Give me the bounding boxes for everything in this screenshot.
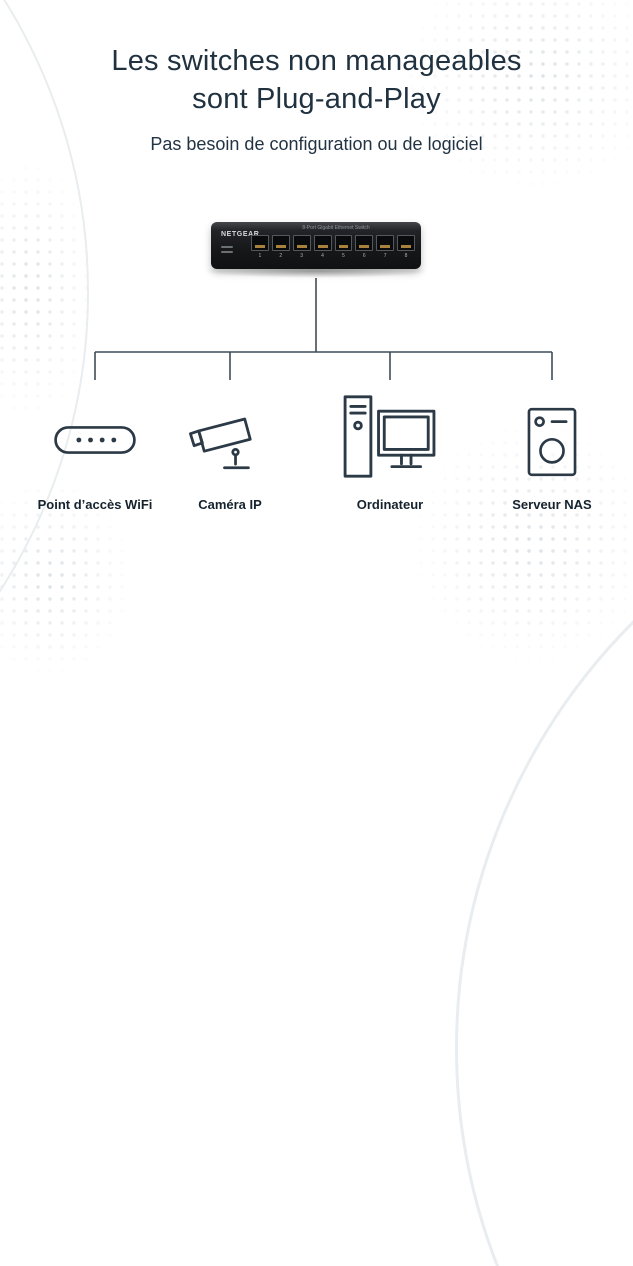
switch-ports: 1 2 3 4 5 6 7 [251, 235, 415, 259]
device-label: Caméra IP [198, 497, 262, 512]
nas-server-icon [527, 407, 577, 477]
header: Les switches non manageables sont Plug-a… [0, 42, 633, 155]
rj45-port-icon [334, 235, 353, 251]
switch-body: NETGEAR 8-Port Gigabit Ethernet Switch 1… [211, 222, 421, 269]
background-dots-bottom-right [403, 413, 633, 673]
wifi-access-point-icon [54, 426, 136, 454]
switch-port: 1 [251, 235, 269, 259]
switch-port: 2 [271, 235, 290, 259]
device-nas-server: Serveur NAS [467, 382, 633, 512]
rj45-port-icon [397, 235, 415, 251]
page-title-line2: sont Plug-and-Play [192, 83, 441, 115]
switch-port: 4 [313, 235, 332, 259]
device-label: Point d’accès WiFi [37, 497, 153, 512]
device-computer: Ordinateur [305, 382, 475, 512]
switch-port: 8 [397, 235, 415, 259]
rj45-port-icon [313, 235, 332, 251]
switch-port: 3 [292, 235, 311, 259]
switch-port: 5 [334, 235, 353, 259]
computer-icon-area [342, 382, 438, 480]
rj45-port-icon [355, 235, 374, 251]
rj45-port-icon [292, 235, 311, 251]
rj45-port-icon [271, 235, 290, 251]
switch-port: 6 [355, 235, 374, 259]
switch-port: 7 [376, 235, 395, 259]
nas-server-icon-area [521, 382, 583, 480]
device-wifi-access-point: Point d’accès WiFi [10, 382, 180, 512]
network-switch-image: NETGEAR 8-Port Gigabit Ethernet Switch 1… [201, 220, 431, 282]
page-subtitle: Pas besoin de configuration ou de logici… [150, 134, 483, 154]
ip-camera-icon-area [184, 382, 276, 480]
rj45-port-icon [251, 235, 269, 251]
ip-camera-icon [189, 417, 252, 470]
background-dots-top-right [393, 0, 633, 200]
switch-model-label: 8-Port Gigabit Ethernet Switch [302, 225, 370, 231]
computer-icon [343, 395, 436, 478]
connection-tree-lines [94, 278, 553, 380]
switch-leds [221, 246, 239, 256]
device-ip-camera: Caméra IP [145, 382, 315, 512]
device-label: Serveur NAS [512, 497, 592, 512]
device-label: Ordinateur [356, 497, 424, 512]
page-title-line1: Les switches non manageables [111, 45, 522, 77]
switch-brand-label: NETGEAR [221, 231, 260, 238]
rj45-port-icon [376, 235, 395, 251]
wifi-access-point-icon-area [52, 382, 138, 480]
